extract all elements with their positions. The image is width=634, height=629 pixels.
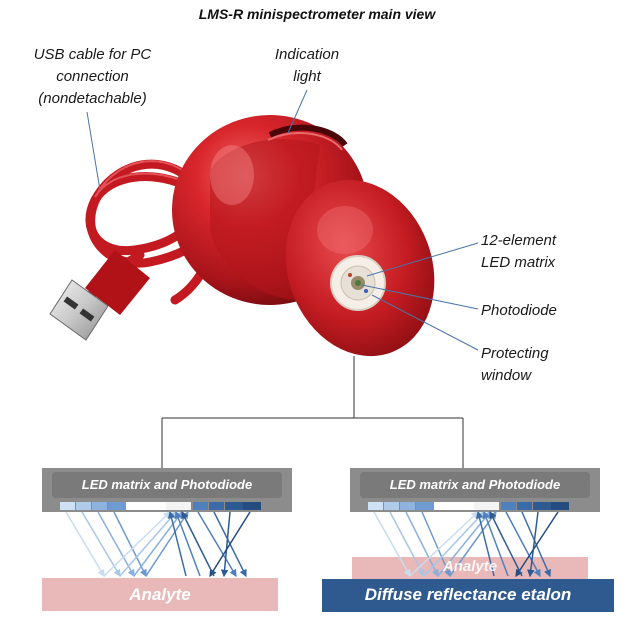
usb-plug-icon bbox=[49, 250, 150, 341]
left-module-label: LED matrix and Photodiode bbox=[81, 477, 253, 492]
right-schematic bbox=[322, 468, 614, 612]
right-analyte-label: Analyte bbox=[442, 558, 498, 575]
callout-ind-line-1: Indication bbox=[274, 46, 340, 63]
callout-photodiode: Photodiode bbox=[481, 302, 557, 319]
callout-usb-line-1: USB cable for PC bbox=[33, 46, 152, 63]
leader-lines bbox=[86, 89, 479, 351]
callout-indication-light: Indication light bbox=[262, 44, 352, 88]
etalon-label: Diffuse reflectance etalon bbox=[364, 585, 572, 604]
callout-protecting-window-line-2: window bbox=[481, 367, 532, 384]
diagram-title: LMS-R minispectrometer main view bbox=[198, 6, 436, 22]
device-body bbox=[172, 115, 435, 357]
callout-protecting-window-line-1: Protecting bbox=[481, 345, 549, 362]
callout-usb-line-2: connection bbox=[56, 68, 129, 85]
connector-lines bbox=[161, 356, 464, 470]
left-schematic bbox=[42, 468, 292, 611]
left-analyte-label: Analyte bbox=[129, 585, 191, 604]
callout-usb-line-3: (nondetachable) bbox=[38, 90, 147, 107]
right-module-label: LED matrix and Photodiode bbox=[389, 477, 561, 492]
callout-led-matrix-line-1: 12-element bbox=[481, 232, 557, 249]
callout-ind-line-2: light bbox=[293, 68, 321, 85]
callout-usb-cable: USB cable for PC connection (nondetachab… bbox=[20, 44, 165, 110]
callout-led-matrix-line-2: LED matrix bbox=[481, 254, 556, 271]
